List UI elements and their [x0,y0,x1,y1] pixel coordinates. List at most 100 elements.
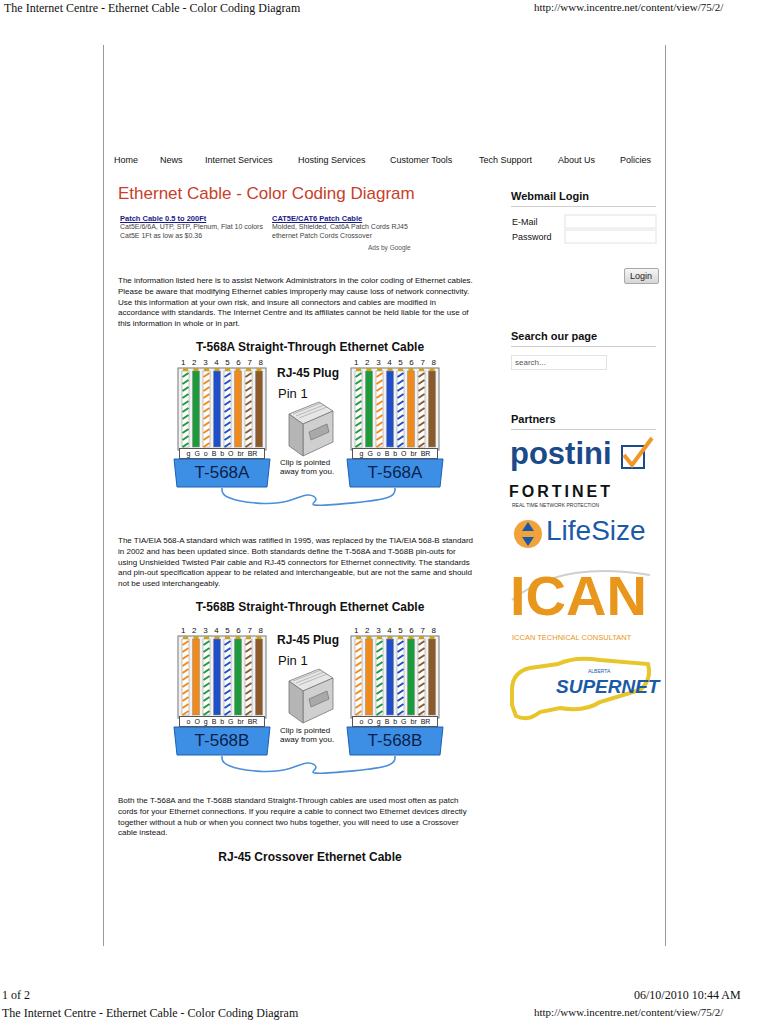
field-label: Password [512,232,564,242]
browser-url: http://www.incentre.net/content/view/75/… [534,1006,764,1018]
plug-label: RJ-45 Plug [277,633,347,647]
page-border [103,45,104,946]
partner-logo: ICAN [510,566,660,626]
wire-stripe [419,683,425,687]
wire-stripe [419,387,425,391]
page-border [665,45,666,946]
pin-contact [409,636,414,639]
pin-contact [409,368,414,371]
wire-stripe [204,415,210,419]
pin-contact [204,368,209,371]
wire-stripe [377,436,383,440]
wire-stripe [419,415,425,419]
wire-color-codes: o O g B b G br BR [179,716,265,727]
wire-stripe [204,655,210,659]
pin-contact [204,636,209,639]
wire-stripe [225,655,231,659]
lifesize-icon [514,520,542,548]
wire-stripe [398,676,404,680]
wire-stripe [246,648,252,652]
paragraph: Both the T-568A and the T-568B standard … [118,796,476,839]
wire-stripe [356,669,362,673]
wire-stripe [225,676,231,680]
ad-text: Cat5E/6/6A, UTP, STP, Plenum, Flat 10 co… [120,223,265,240]
nav-link: Tech Support [479,155,554,165]
nav-link: Policies [620,155,665,165]
wire-stripe [183,704,189,708]
pin-contact [430,636,435,639]
wire [224,639,231,715]
wire [193,639,200,715]
wire-stripe [204,380,210,384]
wire-stripe [398,683,404,687]
wire [245,371,252,447]
wire-stripe [398,641,404,645]
wire-stripe [183,401,189,405]
wire-stripe [204,662,210,666]
wire-stripe [225,401,231,405]
search-box: search... [511,355,607,370]
section-rule [511,429,656,430]
pin-contact [388,368,393,371]
wire-stripe [356,401,362,405]
print-date: 06/10/2010 10:44 AM [634,988,764,1003]
wire-stripe [204,648,210,652]
wire-stripe [419,669,425,673]
wire-stripe [377,429,383,433]
wire-stripe [356,373,362,377]
pin-contact [194,368,199,371]
plug-note: Clip is pointed away from you. [280,458,340,476]
wire [429,639,436,715]
wire-stripe [204,669,210,673]
wire [366,371,373,447]
wire-stripe [204,704,210,708]
wire-stripe [183,429,189,433]
wire-stripe [356,415,362,419]
wire-stripe [225,683,231,687]
rj45-plug-drawing [289,669,333,723]
pin-contact [236,368,241,371]
pin-contact [225,636,230,639]
wire-stripe [419,711,425,715]
wire-stripe [225,711,231,715]
ethernet-cable [222,488,395,505]
pin-contact [377,636,382,639]
wire [418,639,425,715]
wire-stripe [419,648,425,652]
partner-logo: FORTINET [509,483,659,501]
wire-stripe [246,690,252,694]
wire-stripe [225,704,231,708]
wire-stripe [356,641,362,645]
partner-tagline: ALBERTA [588,668,628,674]
lifesize-arrows [522,522,534,546]
connector-body [178,368,266,450]
wire-stripe [225,408,231,412]
wire-stripe [183,697,189,701]
pin-numbers: 1 2 3 4 5 6 7 8 [351,626,439,636]
wire-stripe [356,429,362,433]
wire-stripe [419,436,425,440]
wire-stripe [225,387,231,391]
wire-stripe [377,401,383,405]
pin-contact [246,636,251,639]
wire-stripe [246,662,252,666]
wire-stripe [398,711,404,715]
wire-stripe [246,683,252,687]
wire-stripe [377,676,383,680]
nav-link: Internet Services [205,155,295,165]
wire-stripe [246,373,252,377]
wire-stripe [377,648,383,652]
wire-stripe [398,401,404,405]
wire-stripe [183,690,189,694]
wire [203,639,210,715]
wire-stripe [398,648,404,652]
plug-label: Pin 1 [278,386,328,401]
partner-tagline: ICCAN TECHNICAL CONSULTANT [512,633,662,642]
wire-stripe [204,711,210,715]
wire-stripe [225,394,231,398]
login-button: Login [624,268,659,284]
wire-stripe [419,380,425,384]
wire-stripe [246,641,252,645]
nav-link: About Us [558,155,613,165]
pin-contact [183,368,188,371]
